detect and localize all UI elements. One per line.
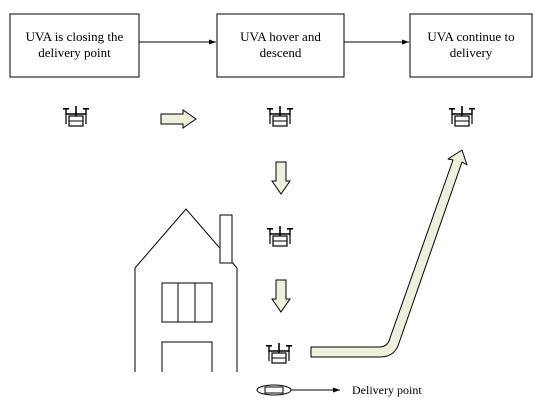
- move-right-arrow: [160, 109, 197, 129]
- stage-continue-line1: UVA continue to: [427, 29, 514, 44]
- stage-box-hover: UVA hover and descend: [216, 13, 345, 78]
- delivery-point-label: Delivery point: [352, 383, 422, 397]
- stage-box-approach: UVA is closing the delivery point: [9, 13, 140, 78]
- house-door: [161, 341, 213, 372]
- stage-continue-line2: delivery: [450, 45, 493, 60]
- descend-arrow-1: [271, 161, 291, 195]
- drone-icon: [62, 105, 90, 127]
- stage-hover-line2: descend: [260, 45, 302, 60]
- chimney: [219, 214, 233, 264]
- drone-icon: [265, 342, 293, 364]
- stage-box-continue: UVA continue to delivery: [409, 13, 533, 78]
- descend-arrow-2: [271, 279, 291, 313]
- house-icon: [134, 208, 238, 372]
- delivery-pad-icon: [256, 384, 292, 396]
- depart-arrow: [310, 149, 468, 358]
- drone-icon: [448, 105, 476, 127]
- stage-approach-line2: delivery point: [38, 45, 111, 60]
- stage-approach-line1: UVA is closing the: [26, 29, 124, 44]
- house-window: [161, 282, 213, 323]
- drone-icon: [266, 225, 294, 247]
- stage-hover-line1: UVA hover and: [240, 29, 321, 44]
- drone-icon: [266, 105, 294, 127]
